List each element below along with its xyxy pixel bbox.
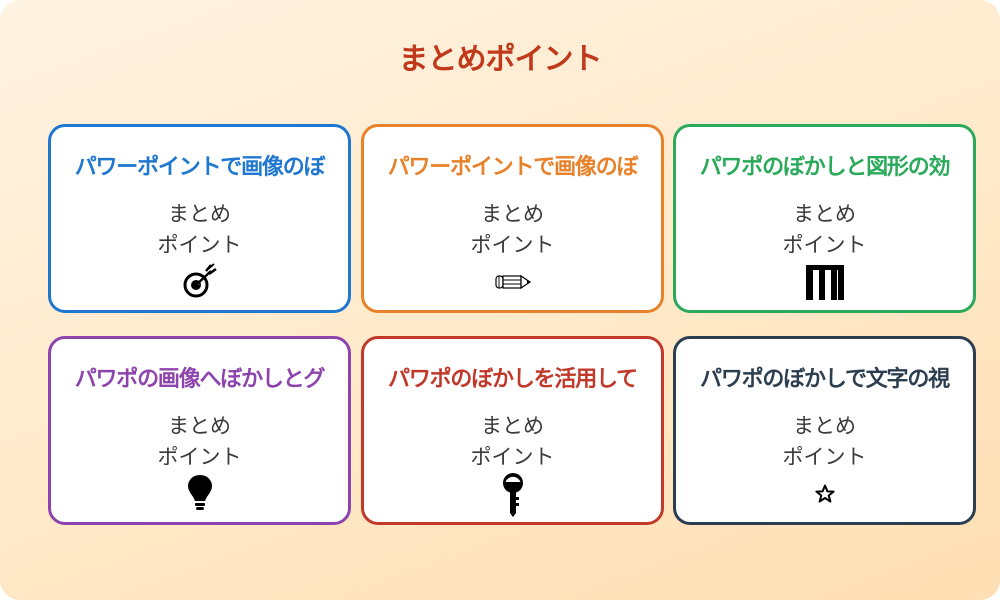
card-subtitle: まとめ ポイント [51,199,348,261]
card-6: パワポのぼかしで文字の視 まとめ ポイント [673,336,976,525]
card-subtitle-line1: まとめ [168,414,231,438]
target-arrow-icon [180,262,220,302]
card-3: パワポのぼかしと図形の効 まとめ ポイント [673,124,976,313]
card-subtitle-line1: まとめ [481,414,544,438]
card-title: パワポの画像へぼかしとグ [74,367,326,392]
card-subtitle: まとめ ポイント [676,411,973,473]
card-title: パワポのぼかしで文字の視 [700,367,950,392]
lightbulb-icon [180,474,220,514]
card-4: パワポの画像へぼかしとグ まとめ ポイント [48,336,351,525]
page-title: まとめポイント [398,42,603,77]
card-subtitle: まとめ ポイント [676,199,973,261]
card-subtitle-line1: まとめ [481,202,544,226]
card-subtitle-line2: ポイント [470,233,555,257]
card-subtitle-line1: まとめ [168,202,231,226]
key-icon [493,473,533,517]
card-title: パワポのぼかしと図形の効 [699,155,951,180]
card-title: パワポのぼかしを活用して [388,367,638,392]
card-subtitle-line2: ポイント [782,233,867,257]
card-1: パワーポイントで画像のぼ まとめ ポイント [48,124,351,313]
star-icon [805,474,845,514]
card-title: パワーポイントで画像のぼ [74,155,326,180]
card-title: パワーポイントで画像のぼ [387,155,639,180]
bar-chart-icon [805,262,845,302]
card-subtitle-line2: ポイント [157,233,242,257]
card-subtitle: まとめ ポイント [364,199,661,261]
card-subtitle: まとめ ポイント [51,411,348,473]
card-subtitle: まとめ ポイント [364,411,661,473]
pencil-icon [493,262,533,302]
card-subtitle-line2: ポイント [782,445,867,469]
card-subtitle-line2: ポイント [157,445,242,469]
card-5: パワポのぼかしを活用して まとめ ポイント [361,336,664,525]
card-subtitle-line2: ポイント [470,445,555,469]
card-subtitle-line1: まとめ [793,414,856,438]
card-subtitle-line1: まとめ [793,202,856,226]
card-2: パワーポイントで画像のぼ まとめ ポイント [361,124,664,313]
